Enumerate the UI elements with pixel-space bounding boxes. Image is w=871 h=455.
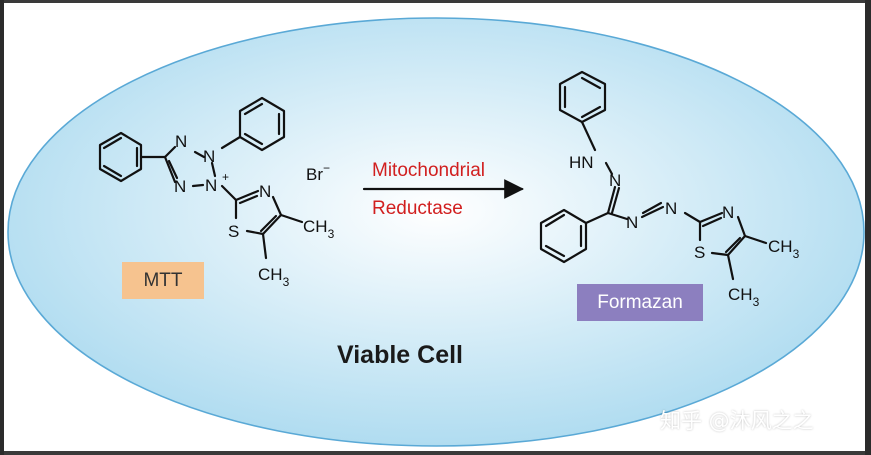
formazan-atom-n2: N (626, 213, 638, 232)
viable-cell-ellipse (7, 17, 865, 447)
enzyme-label-line2: Reductase (372, 198, 463, 219)
watermark-text: 知乎 @沐风之之 (660, 409, 814, 433)
frame-border-left (0, 0, 4, 455)
frame-border-top (0, 0, 871, 3)
formazan-ch3-bottom: CH3 (728, 285, 760, 309)
mtt-thiazole-n: N (259, 182, 271, 201)
formazan-ch3-right-sub: 3 (793, 247, 800, 261)
bromide-symbol: Br (306, 165, 323, 184)
viable-cell-label: Viable Cell (337, 341, 463, 369)
mtt-phenyl-left-ring (98, 131, 167, 183)
formazan-ch3-bottom-sub: 3 (753, 295, 760, 309)
bromide-counter-ion: Br− (306, 161, 330, 184)
formazan-atom-hn: HN (569, 153, 594, 172)
bromide-charge: − (323, 161, 330, 175)
formazan-thiazole-ring (698, 211, 768, 281)
frame-border-bottom (0, 451, 871, 455)
mtt-atom-n2: N (203, 147, 215, 166)
formazan-phenyl-top-ring (558, 70, 607, 152)
formazan-label: Formazan (577, 284, 703, 321)
mtt-atom-n1: N (175, 132, 187, 151)
mtt-charge-plus: + (222, 170, 229, 184)
mtt-phenyl-top-ring (220, 96, 286, 152)
formazan-ch3-right-ch: CH (768, 237, 793, 256)
mtt-thiazole-ring (220, 184, 304, 260)
mtt-ch3-right-sub: 3 (328, 227, 335, 241)
formazan-atom-n1: N (609, 171, 621, 190)
formazan-ch3-bottom-ch: CH (728, 285, 753, 304)
frame-border-right (865, 0, 871, 455)
formazan-thiazole-n: N (722, 203, 734, 222)
mtt-tetrazole-ring (163, 145, 217, 188)
mtt-ch3-bottom-sub: 3 (283, 275, 290, 289)
formazan-chain (604, 161, 702, 224)
mtt-atom-n4: N (205, 176, 217, 195)
formazan-ch3-right: CH3 (768, 237, 800, 261)
enzyme-label-line1: Mitochondrial (372, 160, 485, 181)
mtt-ch3-bottom-ch: CH (258, 265, 283, 284)
mtt-thiazole-s: S (228, 222, 239, 241)
mtt-ch3-right-ch: CH (303, 217, 328, 236)
formazan-phenyl-left-ring (539, 208, 610, 264)
mtt-ch3-right: CH3 (303, 217, 335, 241)
formazan-thiazole-s: S (694, 243, 705, 262)
formazan-atom-n3: N (665, 199, 677, 218)
mtt-ch3-bottom: CH3 (258, 265, 290, 289)
mtt-label: MTT (122, 262, 204, 299)
mtt-atom-n3: N (174, 177, 186, 196)
